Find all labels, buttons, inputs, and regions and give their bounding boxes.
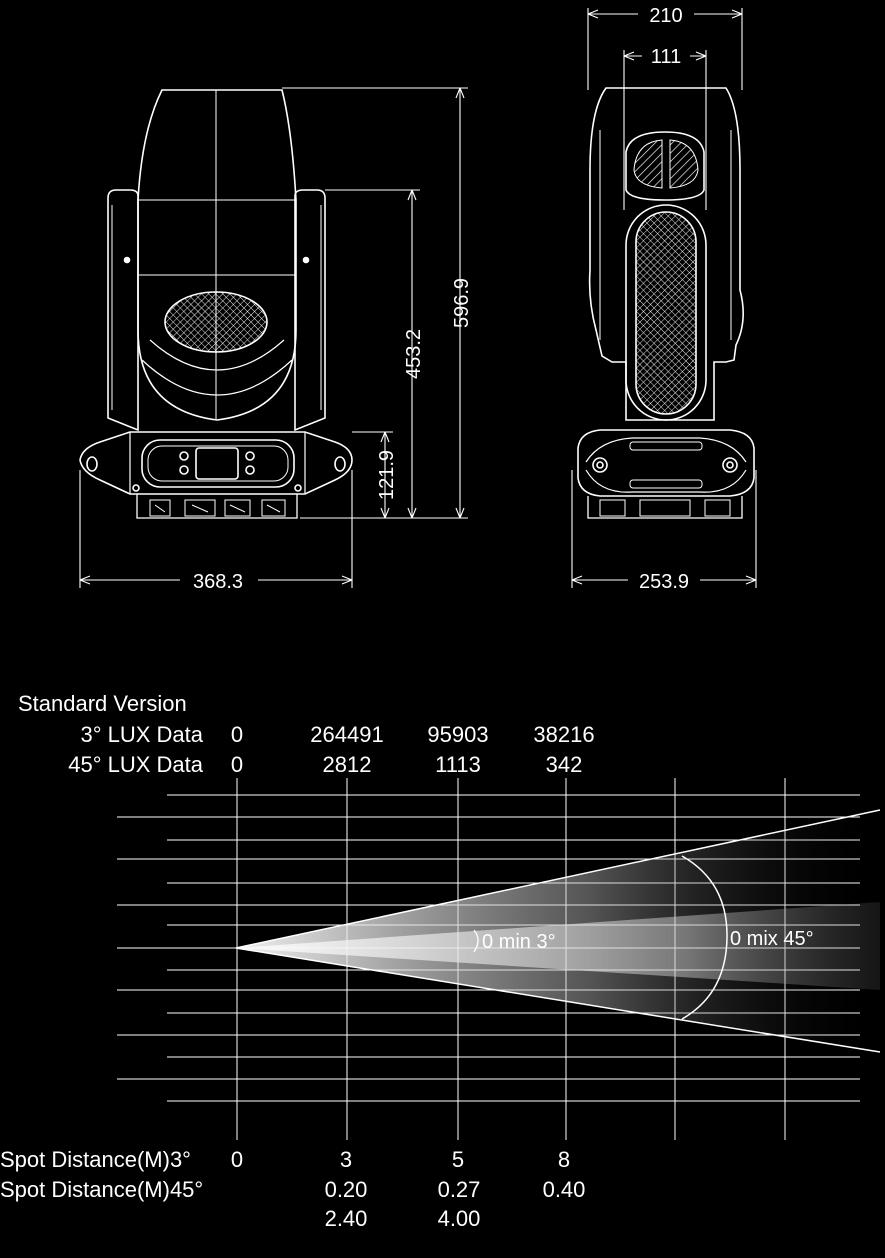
- dimension-lines: [79, 8, 757, 588]
- dim-side-top-width: 210: [649, 5, 682, 27]
- spot-row2-val-2: 0.40: [543, 1177, 586, 1202]
- dim-side-base-width: 253.9: [639, 571, 689, 593]
- row-45-val-0: 0: [231, 752, 243, 777]
- dimension-labels: 596.9 453.2 121.9 368.3 210 111 253.9: [193, 5, 689, 593]
- front-head: [137, 89, 297, 421]
- row-45-val-3: 342: [546, 752, 583, 777]
- spot-row1-label: Spot Distance(M)3°: [0, 1147, 191, 1172]
- spot-row1-val-3: 8: [558, 1147, 570, 1172]
- side-lens: [635, 211, 697, 415]
- dim-total-height: 596.9: [451, 278, 473, 328]
- dim-side-head-width: 111: [651, 46, 681, 68]
- beam-narrow-label: 0 min 3°: [482, 931, 556, 953]
- spot-row1-val-0: 0: [231, 1147, 243, 1172]
- beam-cone: [235, 809, 881, 1053]
- spot-row1-val-1: 3: [340, 1147, 352, 1172]
- front-view: [79, 89, 353, 519]
- beam-narrow: [236, 902, 880, 990]
- side-head: [588, 87, 744, 421]
- spot-distance: Spot Distance(M)3° 0 3 5 8 Spot Distance…: [0, 1147, 585, 1231]
- front-display: [195, 447, 239, 480]
- spot-row1-val-2: 5: [452, 1147, 464, 1172]
- spot-row3-val-1: 4.00: [438, 1206, 481, 1231]
- side-view: [577, 87, 755, 519]
- spot-row2-label: Spot Distance(M)45°: [0, 1177, 203, 1202]
- dim-base-height: 121.9: [376, 450, 398, 500]
- beam-wide-label: 0 mix 45°: [730, 928, 814, 950]
- spot-row3-val-0: 2.40: [325, 1206, 368, 1231]
- row-3-val-1: 264491: [310, 722, 383, 747]
- row-45-val-2: 1113: [435, 752, 481, 777]
- spot-row2-val-0: 0.20: [325, 1177, 368, 1202]
- lux-table: Standard Version 3° LUX Data 0 264491 95…: [18, 691, 595, 777]
- front-base: [79, 431, 353, 495]
- table-title: Standard Version: [18, 691, 187, 716]
- dim-base-width: 368.3: [193, 571, 243, 593]
- beam-labels: 0 min 3° 0 mix 45°: [482, 928, 814, 953]
- row-45-label: 45° LUX Data: [68, 752, 204, 777]
- row-3-val-0: 0: [231, 722, 243, 747]
- front-lens: [164, 291, 268, 353]
- row-3-val-3: 38216: [533, 722, 594, 747]
- row-45-val-1: 2812: [323, 752, 372, 777]
- front-display-panel: [141, 439, 295, 488]
- row-3-label: 3° LUX Data: [80, 722, 203, 747]
- dim-arm-height: 453.2: [403, 329, 425, 379]
- row-3-val-2: 95903: [427, 722, 488, 747]
- side-base: [577, 429, 755, 497]
- spot-row2-val-1: 0.27: [438, 1177, 481, 1202]
